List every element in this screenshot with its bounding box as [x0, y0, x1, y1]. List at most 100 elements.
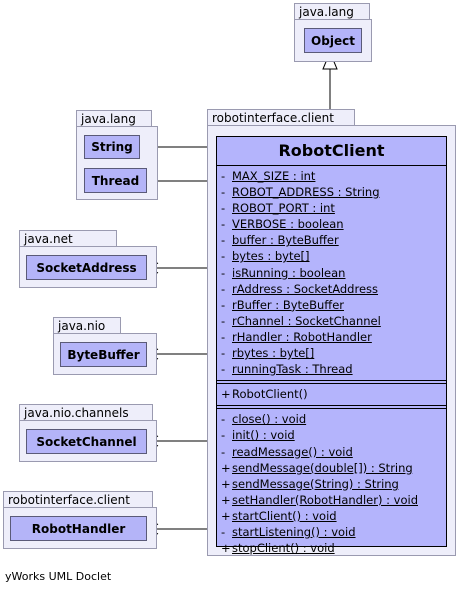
method-row: -close() : void — [217, 411, 446, 427]
member-signature: isRunning : boolean — [232, 265, 346, 280]
class-name: SocketChannel — [36, 434, 137, 449]
field-row: -bytes : byte[] — [217, 248, 446, 264]
visibility-marker: - — [221, 169, 226, 183]
member-signature: stopClient() : void — [232, 541, 335, 556]
separator — [217, 380, 446, 385]
separator — [217, 165, 446, 166]
package-label: java.lang — [81, 112, 136, 126]
visibility-marker: - — [221, 201, 226, 216]
package-label: java.nio — [58, 319, 106, 333]
method-row: +sendMessage(double[]) : String — [217, 460, 446, 476]
package-tab-java-nio-channels: java.nio.channels — [19, 404, 153, 421]
visibility-marker: - — [221, 444, 226, 459]
constructor-row: +RobotClient() — [217, 386, 446, 402]
member-signature: buffer : ByteBuffer — [232, 233, 339, 248]
field-row: -rbytes : byte[] — [217, 345, 446, 361]
visibility-marker: + — [221, 541, 231, 556]
class-thread: Thread — [84, 168, 147, 193]
visibility-marker: - — [221, 185, 226, 200]
package-label: java.lang — [299, 5, 354, 19]
package-label: java.nio.channels — [24, 406, 129, 420]
visibility-marker: - — [221, 362, 226, 377]
visibility-marker: - — [221, 265, 226, 280]
package-tab-java-net: java.net — [19, 230, 117, 247]
visibility-marker: - — [221, 233, 226, 248]
member-signature: init() : void — [232, 428, 295, 443]
visibility-marker: + — [221, 387, 231, 402]
field-row: -ROBOT_ADDRESS : String — [217, 184, 446, 200]
class-byte-buffer: ByteBuffer — [60, 342, 147, 367]
field-row: -rHandler : RobotHandler — [217, 329, 446, 345]
member-signature: readMessage() : void — [232, 444, 353, 459]
package-tab-robotinterface-client-handler: robotinterface.client — [3, 491, 153, 508]
visibility-marker: + — [221, 508, 231, 523]
member-signature: rbytes : byte[] — [232, 346, 315, 361]
field-row: -rBuffer : ByteBuffer — [217, 297, 446, 313]
class-name: SocketAddress — [36, 260, 137, 275]
class-name: Thread — [91, 173, 140, 188]
package-tab-java-lang: java.lang — [76, 110, 152, 127]
class-robot-client: RobotClient -MAX_SIZE : int-ROBOT_ADDRES… — [216, 136, 447, 555]
class-name: ByteBuffer — [67, 347, 140, 362]
method-row: +setHandler(RobotHandler) : void — [217, 492, 446, 508]
visibility-marker: - — [221, 297, 226, 312]
method-row: -startListening() : void — [217, 524, 446, 540]
visibility-marker: + — [221, 492, 231, 507]
visibility-marker: - — [221, 281, 226, 296]
method-row: -readMessage() : void — [217, 444, 446, 460]
class-socket-address: SocketAddress — [26, 255, 147, 280]
member-signature: rAddress : SocketAddress — [232, 281, 379, 296]
class-name: String — [91, 140, 133, 154]
class-robot-handler: RobotHandler — [10, 516, 147, 541]
class-name: RobotHandler — [31, 521, 126, 536]
visibility-marker: - — [221, 412, 226, 427]
member-signature: setHandler(RobotHandler) : void — [232, 492, 418, 507]
field-row: -rAddress : SocketAddress — [217, 281, 446, 297]
visibility-marker: + — [221, 476, 231, 491]
method-row: -init() : void — [217, 427, 446, 443]
field-row: -runningTask : Thread — [217, 361, 446, 377]
visibility-marker: - — [221, 428, 226, 443]
class-socket-channel: SocketChannel — [26, 429, 147, 454]
visibility-marker: - — [221, 329, 226, 344]
class-object: Object — [304, 28, 362, 53]
member-signature: startListening() : void — [232, 524, 356, 539]
member-signature: RobotClient() — [232, 387, 308, 402]
package-tab-java-lang-object: java.lang — [294, 3, 370, 20]
visibility-marker: - — [221, 217, 226, 232]
member-signature: sendMessage(String) : String — [232, 476, 399, 491]
member-signature: rHandler : RobotHandler — [232, 329, 372, 344]
member-signature: close() : void — [232, 412, 307, 427]
constructors-compartment: +RobotClient() — [217, 384, 446, 404]
member-signature: MAX_SIZE : int — [232, 169, 316, 183]
class-robot-client-name: RobotClient — [278, 141, 385, 160]
fields-compartment: -MAX_SIZE : int-ROBOT_ADDRESS : String-R… — [217, 166, 446, 379]
field-row: -rChannel : SocketChannel — [217, 313, 446, 329]
package-tab-robotinterface-client: robotinterface.client — [207, 109, 355, 126]
field-row: -ROBOT_PORT : int — [217, 200, 446, 216]
member-signature: VERBOSE : boolean — [232, 217, 344, 232]
methods-compartment: -close() : void-init() : void-readMessag… — [217, 409, 446, 558]
method-row: +sendMessage(String) : String — [217, 476, 446, 492]
class-string: String — [84, 135, 140, 159]
visibility-marker: - — [221, 249, 226, 264]
package-tab-java-nio: java.nio — [53, 317, 121, 334]
field-row: -buffer : ByteBuffer — [217, 232, 446, 248]
member-signature: rBuffer : ByteBuffer — [232, 297, 345, 312]
field-row: -MAX_SIZE : int — [217, 168, 446, 184]
member-signature: ROBOT_PORT : int — [232, 201, 335, 216]
field-row: -VERBOSE : boolean — [217, 216, 446, 232]
member-signature: sendMessage(double[]) : String — [232, 460, 413, 475]
visibility-marker: - — [221, 346, 226, 361]
separator — [217, 405, 446, 410]
visibility-marker: + — [221, 460, 231, 475]
package-label: java.net — [24, 232, 73, 246]
method-row: +stopClient() : void — [217, 540, 446, 556]
visibility-marker: - — [221, 313, 226, 328]
member-signature: bytes : byte[] — [232, 249, 310, 264]
visibility-marker: - — [221, 524, 226, 539]
field-row: -isRunning : boolean — [217, 265, 446, 281]
member-signature: rChannel : SocketChannel — [232, 313, 381, 328]
member-signature: runningTask : Thread — [232, 362, 353, 377]
